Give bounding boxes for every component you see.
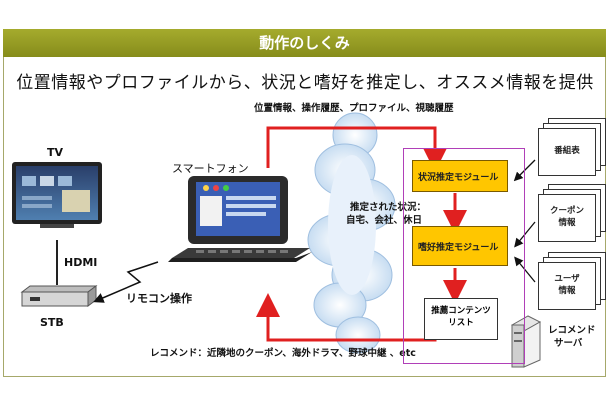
- recommend-list-doc: 推薦コンテンツ リスト: [424, 298, 498, 340]
- recommend-system-box: [403, 148, 525, 364]
- estimated-values: 自宅、会社、休日: [346, 215, 423, 226]
- recommend-list-line2: リスト: [448, 317, 474, 328]
- top-flow-label: 位置情報、操作履歴、プロファイル、視聴履歴: [254, 103, 454, 114]
- diagram-frame: [3, 29, 606, 377]
- smartphone-icon: [168, 176, 312, 262]
- situation-module: 状況推定モジュール: [412, 160, 508, 192]
- remote-arrow: [93, 261, 159, 303]
- preference-module: 嗜好推定モジュール: [412, 226, 508, 266]
- coupon-label: クーポン 情報: [538, 194, 596, 242]
- estimated-title: 推定された状況：: [350, 202, 427, 213]
- cloud-icon: [307, 112, 396, 354]
- hdmi-label: HDMI: [64, 256, 98, 269]
- server-label-2: サーバ: [554, 338, 583, 349]
- remote-label: リモコン操作: [126, 292, 192, 305]
- stb-label: STB: [40, 316, 64, 329]
- stb-icon: [20, 285, 98, 307]
- bottom-flow-label: レコメンド：近隣地のクーポン、海外ドラマ、野球中継 、etc: [150, 348, 416, 359]
- subtitle: 位置情報やプロファイルから、状況と嗜好を推定し、オススメ情報を提供: [16, 73, 594, 93]
- smartphone-label: スマートフォン: [172, 162, 249, 175]
- banner-title: 動作のしくみ: [3, 29, 606, 57]
- tv-label: TV: [47, 146, 64, 159]
- server-label-1: レコメンド: [548, 325, 596, 336]
- recommend-list-line1: 推薦コンテンツ: [431, 306, 491, 316]
- doc-arrow-coupon: [514, 221, 536, 248]
- user-info-label: ユーザ 情報: [538, 262, 596, 310]
- doc-arrow-program: [513, 159, 536, 182]
- doc-arrow-user: [514, 256, 536, 283]
- upload-arrow: [266, 126, 447, 172]
- tv-icon: [12, 162, 102, 228]
- program-guide-label: 番組表: [538, 128, 596, 176]
